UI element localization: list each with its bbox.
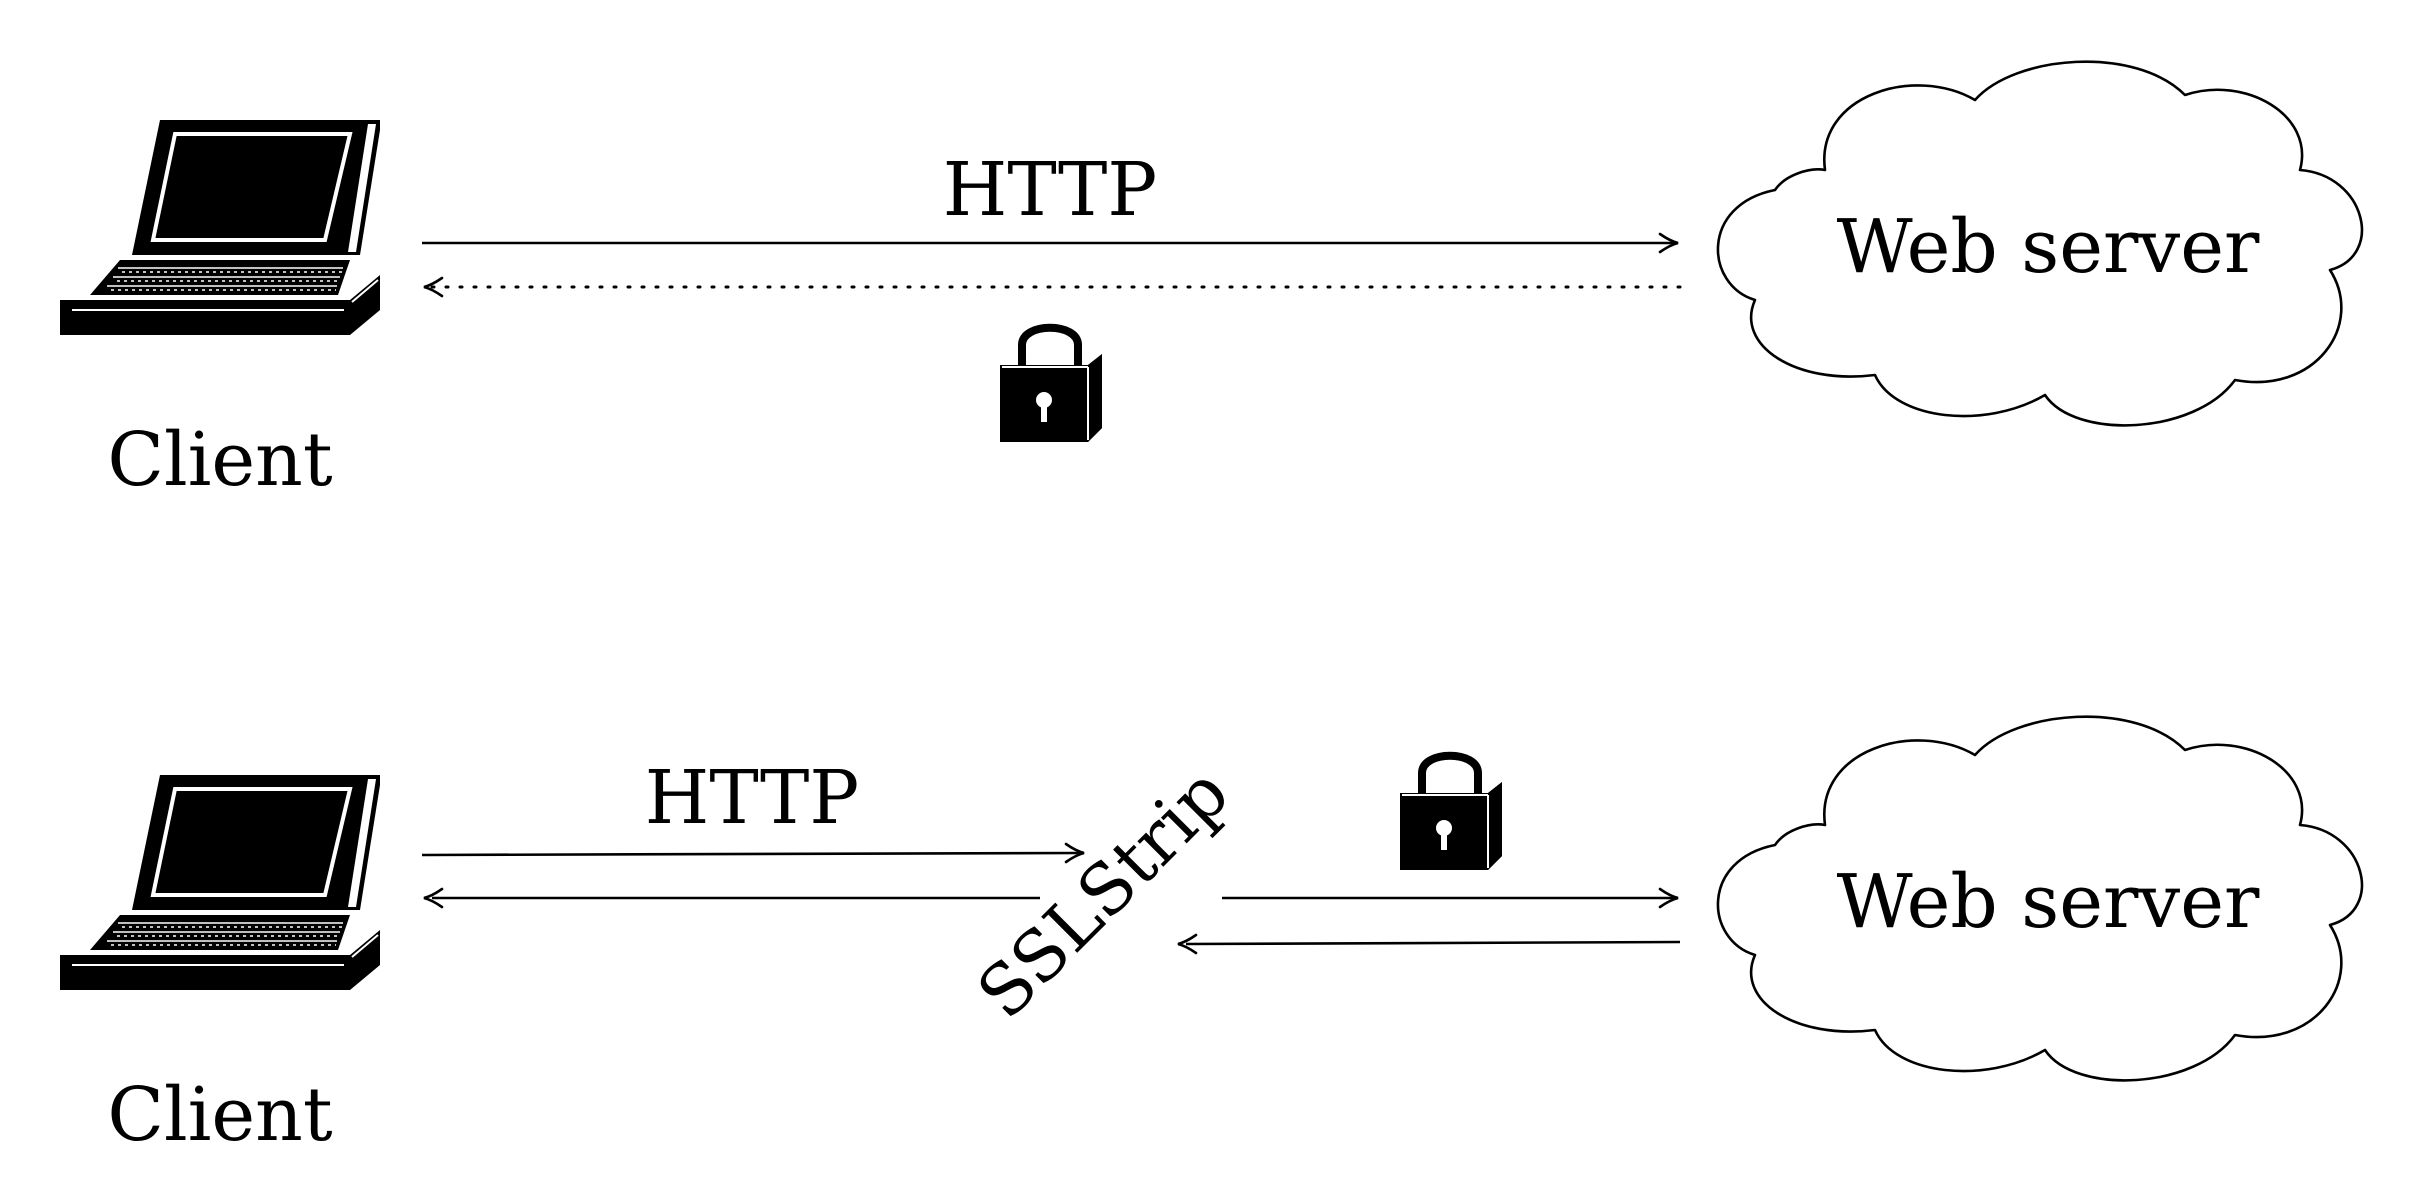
http-label: HTTP	[943, 147, 1157, 233]
padlock-icon	[1000, 328, 1102, 442]
web-server-label: Web server	[1837, 859, 2260, 945]
https-response-arrow	[1185, 940, 1681, 946]
laptop-icon	[58, 773, 382, 992]
client-label: Client	[107, 417, 332, 503]
bottom-scenario: Client HTTP SSLStrip Web server	[58, 715, 2364, 1158]
client-label: Client	[107, 1072, 332, 1158]
padlock-icon	[1400, 756, 1502, 870]
sslstrip-label: SSLStrip	[962, 752, 1245, 1035]
http-request-arrow	[421, 851, 1081, 857]
laptop-icon	[58, 118, 382, 337]
web-server-label: Web server	[1837, 204, 2260, 290]
top-scenario: Client HTTP Web server	[58, 60, 2364, 503]
http-label: HTTP	[645, 755, 859, 841]
